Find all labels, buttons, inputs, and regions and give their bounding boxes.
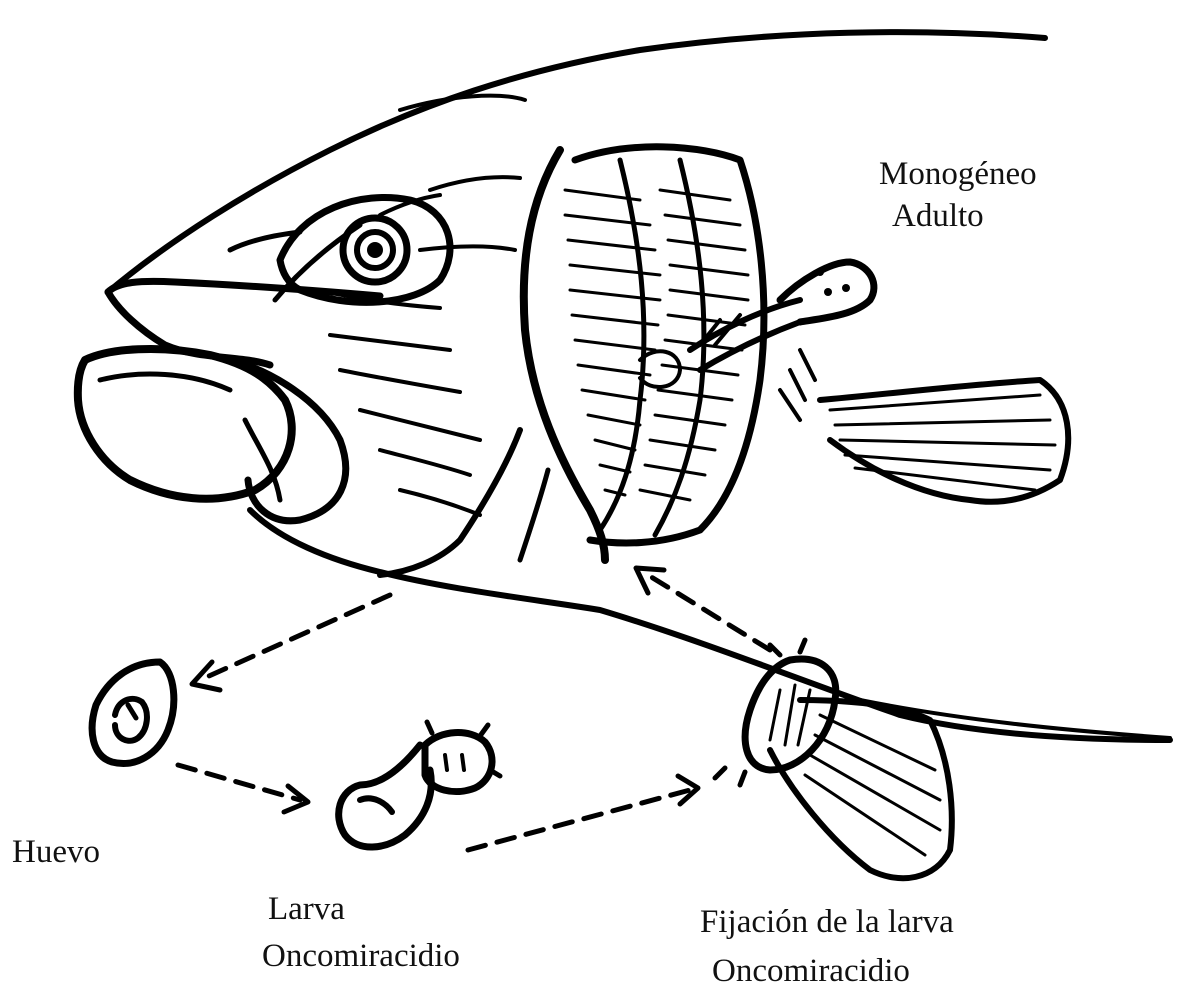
egg-drawing <box>92 662 174 763</box>
label-larva-fixation: Fijación de la larva <box>700 906 954 939</box>
label-larva: Larva <box>268 893 345 926</box>
gill-arches <box>565 147 764 543</box>
pelvic-fin <box>770 700 952 878</box>
label-adult-monogenean: Monogéneo <box>879 158 1037 191</box>
adult-monogenean <box>690 262 874 370</box>
pectoral-fin <box>780 350 1068 502</box>
label-fixation-oncomiracidium: Oncomiracidio <box>712 955 910 988</box>
label-adult: Adulto <box>892 200 984 233</box>
larva-drawing <box>339 722 500 847</box>
fish-head <box>78 32 1170 740</box>
label-egg: Huevo <box>12 836 100 869</box>
cycle-arrows <box>178 568 770 850</box>
label-larva-oncomiracidium: Oncomiracidio <box>262 940 460 973</box>
